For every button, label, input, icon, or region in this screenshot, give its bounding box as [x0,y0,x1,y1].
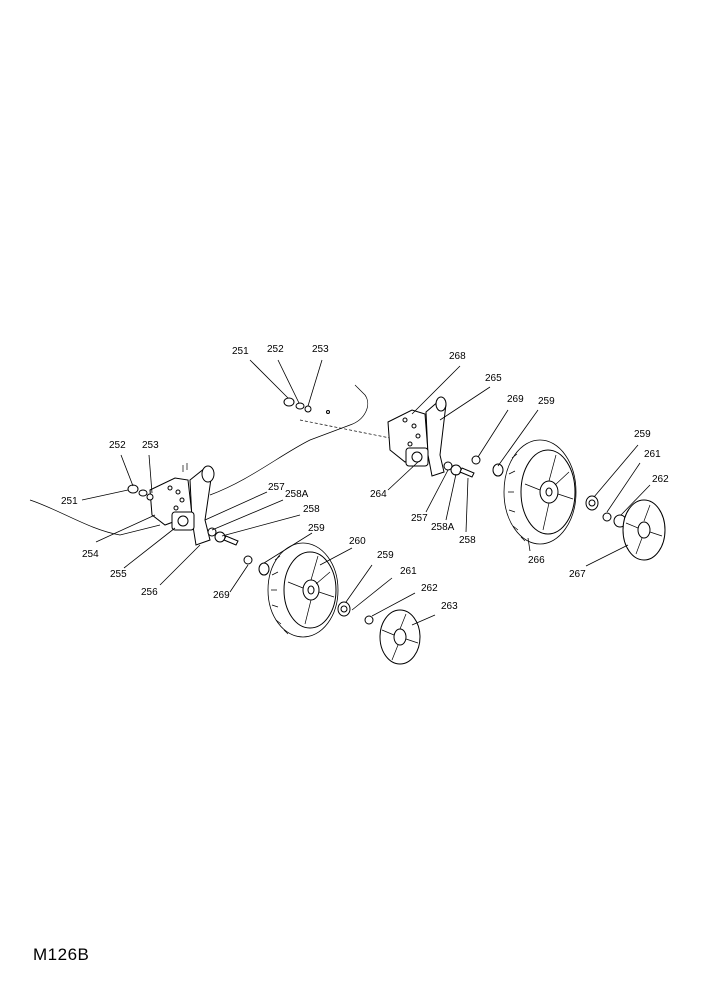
callout-259-left-outer: 259 [377,550,394,561]
callout-259-right-outer: 259 [634,429,651,440]
leader-lines [81,359,651,626]
callout-251-left: 251 [61,496,78,507]
top-washers-251-253 [283,397,330,414]
callout-253-left: 253 [142,440,159,451]
callout-251-top: 251 [232,346,249,357]
callout-266: 266 [528,555,545,566]
callout-257-left: 257 [268,482,285,493]
callout-263: 263 [441,601,458,612]
callout-269-left: 269 [213,590,230,601]
callout-259-right-top: 259 [538,396,555,407]
callout-262-right: 262 [652,474,669,485]
callout-252-top: 252 [267,344,284,355]
callout-259-left-top: 259 [308,523,325,534]
right-height-bracket [387,396,447,477]
left-hubcap-263 [379,609,421,665]
callout-267: 267 [569,569,586,580]
callout-253-top: 253 [312,344,329,355]
callout-265: 265 [485,373,502,384]
callout-258-right: 258 [459,535,476,546]
right-washers-269-259 [471,455,504,477]
callout-264: 264 [370,489,387,500]
left-wheel-hardware [337,601,374,625]
callout-260: 260 [349,536,366,547]
callout-256: 256 [141,587,158,598]
right-bolt-258 [443,461,475,478]
callout-269-right: 269 [507,394,524,405]
deck-outline [29,384,401,536]
right-hubcap-267 [622,499,666,561]
callout-254: 254 [82,549,99,560]
callout-261-right: 261 [644,449,661,460]
callout-252-left: 252 [109,440,126,451]
callout-255: 255 [110,569,127,580]
callout-258a-left: 258A [285,489,309,500]
left-wheel-260 [267,542,339,638]
left-washers-269-259 [243,555,270,576]
callout-257-right: 257 [411,513,428,524]
callout-268: 268 [449,351,466,362]
callout-262-left: 262 [421,583,438,594]
left-height-bracket [149,463,215,546]
left-bolt-258 [207,527,239,546]
right-wheel-hardware [585,495,627,528]
callout-258a-right: 258A [431,522,455,533]
model-code: M126B [33,945,90,964]
callout-labels: 251 252 253 268 265 269 259 252 253 251 … [61,344,669,612]
callout-258-left: 258 [303,504,320,515]
left-washers-251-253 [127,484,154,501]
right-wheel-266 [503,439,577,545]
callout-261-left: 261 [400,566,417,577]
